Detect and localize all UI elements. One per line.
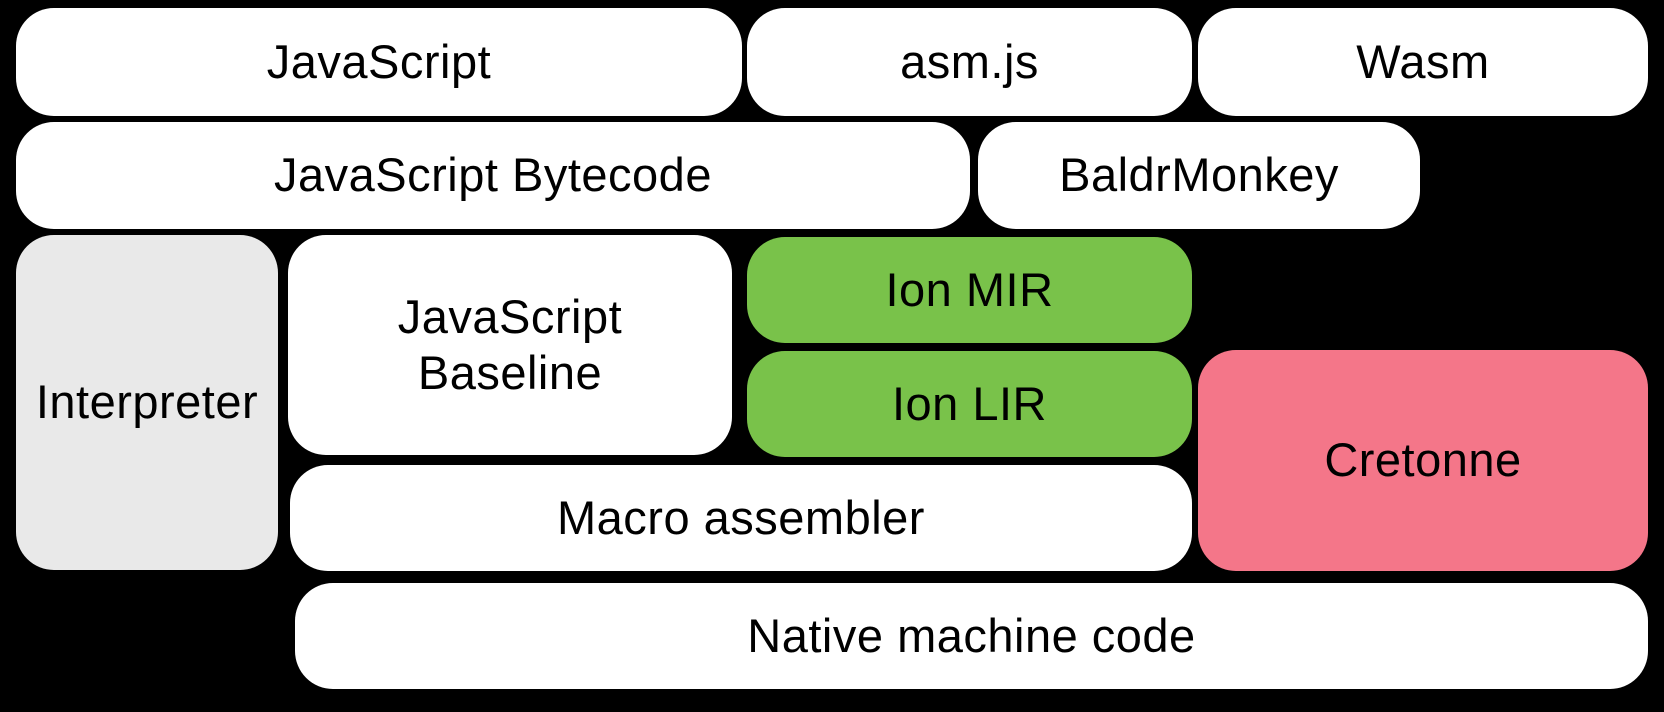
- baldrmonkey-label: BaldrMonkey: [1059, 148, 1339, 202]
- ion-mir-label: Ion MIR: [885, 262, 1054, 316]
- native-machine-code-label: Native machine code: [747, 608, 1196, 662]
- interpreter-label: Interpreter: [35, 375, 259, 429]
- javascript-baseline-label: JavaScript Baseline: [397, 289, 623, 399]
- box-native-machine-code: Native machine code: [295, 583, 1648, 689]
- asm-js-label: asm.js: [900, 34, 1039, 88]
- box-cretonne: Cretonne: [1198, 350, 1648, 571]
- box-interpreter: Interpreter: [16, 235, 278, 570]
- box-ion-lir: Ion LIR: [747, 351, 1192, 457]
- box-macro-assembler: Macro assembler: [290, 465, 1192, 571]
- box-baldrmonkey: BaldrMonkey: [978, 122, 1420, 229]
- box-asm-js: asm.js: [747, 8, 1192, 116]
- box-ion-mir: Ion MIR: [747, 237, 1192, 343]
- javascript-label: JavaScript: [266, 34, 492, 88]
- ion-lir-label: Ion LIR: [891, 376, 1048, 430]
- box-javascript-baseline: JavaScript Baseline: [288, 235, 732, 455]
- box-javascript-bytecode: JavaScript Bytecode: [16, 122, 970, 229]
- wasm-label: Wasm: [1356, 34, 1490, 88]
- macro-assembler-label: Macro assembler: [557, 490, 925, 544]
- javascript-bytecode-label: JavaScript Bytecode: [274, 148, 712, 202]
- cretonne-label: Cretonne: [1324, 433, 1522, 487]
- box-javascript: JavaScript: [16, 8, 742, 116]
- box-wasm: Wasm: [1198, 8, 1648, 116]
